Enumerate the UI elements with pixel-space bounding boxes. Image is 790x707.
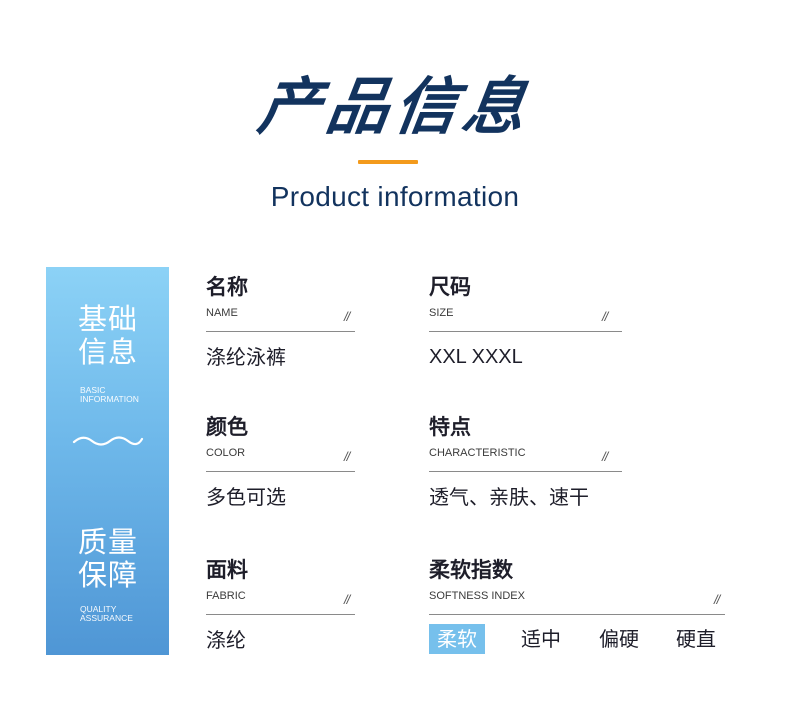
size-label: 尺码 bbox=[429, 275, 471, 299]
color-label-en: COLOR bbox=[206, 447, 246, 459]
wave-icon bbox=[72, 436, 144, 446]
basic-info-title: 基础 信息 bbox=[78, 303, 158, 369]
quality-assurance-title: 质量 保障 bbox=[78, 526, 158, 592]
softness-option-medium: 适中 bbox=[521, 627, 561, 651]
basic-info-en-line2: INFORMATION bbox=[80, 394, 139, 404]
color-label: 颜色 bbox=[206, 415, 248, 439]
page-title: 产品信息 bbox=[253, 70, 537, 143]
softness-option-soft: 柔软 bbox=[429, 624, 485, 654]
name-divider bbox=[206, 331, 355, 332]
fabric-divider bbox=[206, 614, 355, 615]
name-slash-mark: // bbox=[344, 309, 350, 324]
size-field-header: 尺码 SIZE bbox=[429, 274, 471, 320]
fabric-field-header: 面料 FABRIC bbox=[206, 557, 248, 603]
fabric-value: 涤纶 bbox=[206, 628, 246, 652]
name-label: 名称 bbox=[206, 275, 248, 299]
softness-label-en: SOFTNESS INDEX bbox=[429, 590, 525, 602]
color-value: 多色可选 bbox=[206, 485, 286, 509]
color-field-header: 颜色 COLOR bbox=[206, 414, 248, 460]
quality-assurance-en-line2: ASSURANCE bbox=[80, 613, 133, 623]
name-label-en: NAME bbox=[206, 307, 238, 319]
softness-slash-mark: // bbox=[714, 592, 720, 607]
feature-divider bbox=[429, 471, 622, 472]
softness-option-firm: 偏硬 bbox=[599, 627, 639, 651]
name-value: 涤纶泳裤 bbox=[206, 345, 286, 369]
basic-info-en: BASIC INFORMATION bbox=[80, 386, 139, 404]
basic-info-title-line2: 信息 bbox=[78, 335, 139, 369]
size-value: XXL XXXL bbox=[429, 346, 523, 368]
quality-assurance-title-line2: 保障 bbox=[78, 558, 139, 592]
name-field-header: 名称 NAME bbox=[206, 274, 248, 320]
feature-slash-mark: // bbox=[602, 449, 608, 464]
softness-option-stiff: 硬直 bbox=[676, 627, 716, 651]
info-sidebar: 基础 信息 BASIC INFORMATION 质量 保障 QUALITY AS… bbox=[46, 267, 169, 655]
fabric-slash-mark: // bbox=[344, 592, 350, 607]
basic-info-en-line1: BASIC bbox=[80, 385, 106, 395]
quality-assurance-en: QUALITY ASSURANCE bbox=[80, 605, 133, 623]
size-label-en: SIZE bbox=[429, 307, 454, 319]
quality-assurance-en-line1: QUALITY bbox=[80, 604, 117, 614]
fabric-label: 面料 bbox=[206, 558, 248, 582]
softness-label: 柔软指数 bbox=[429, 558, 513, 582]
quality-assurance-title-line1: 质量 bbox=[78, 525, 139, 559]
feature-field-header: 特点 CHARACTERISTIC bbox=[429, 414, 526, 460]
softness-field-header: 柔软指数 SOFTNESS INDEX bbox=[429, 557, 525, 603]
feature-label: 特点 bbox=[429, 415, 471, 439]
fabric-label-en: FABRIC bbox=[206, 590, 246, 602]
color-divider bbox=[206, 471, 355, 472]
feature-value: 透气、亲肤、速干 bbox=[429, 485, 589, 509]
basic-info-title-line1: 基础 bbox=[78, 302, 139, 336]
softness-divider bbox=[429, 614, 725, 615]
page-subtitle: Product information bbox=[270, 181, 520, 212]
size-divider bbox=[429, 331, 622, 332]
size-slash-mark: // bbox=[602, 309, 608, 324]
color-slash-mark: // bbox=[344, 449, 350, 464]
title-accent-bar bbox=[358, 160, 418, 164]
feature-label-en: CHARACTERISTIC bbox=[429, 447, 526, 459]
